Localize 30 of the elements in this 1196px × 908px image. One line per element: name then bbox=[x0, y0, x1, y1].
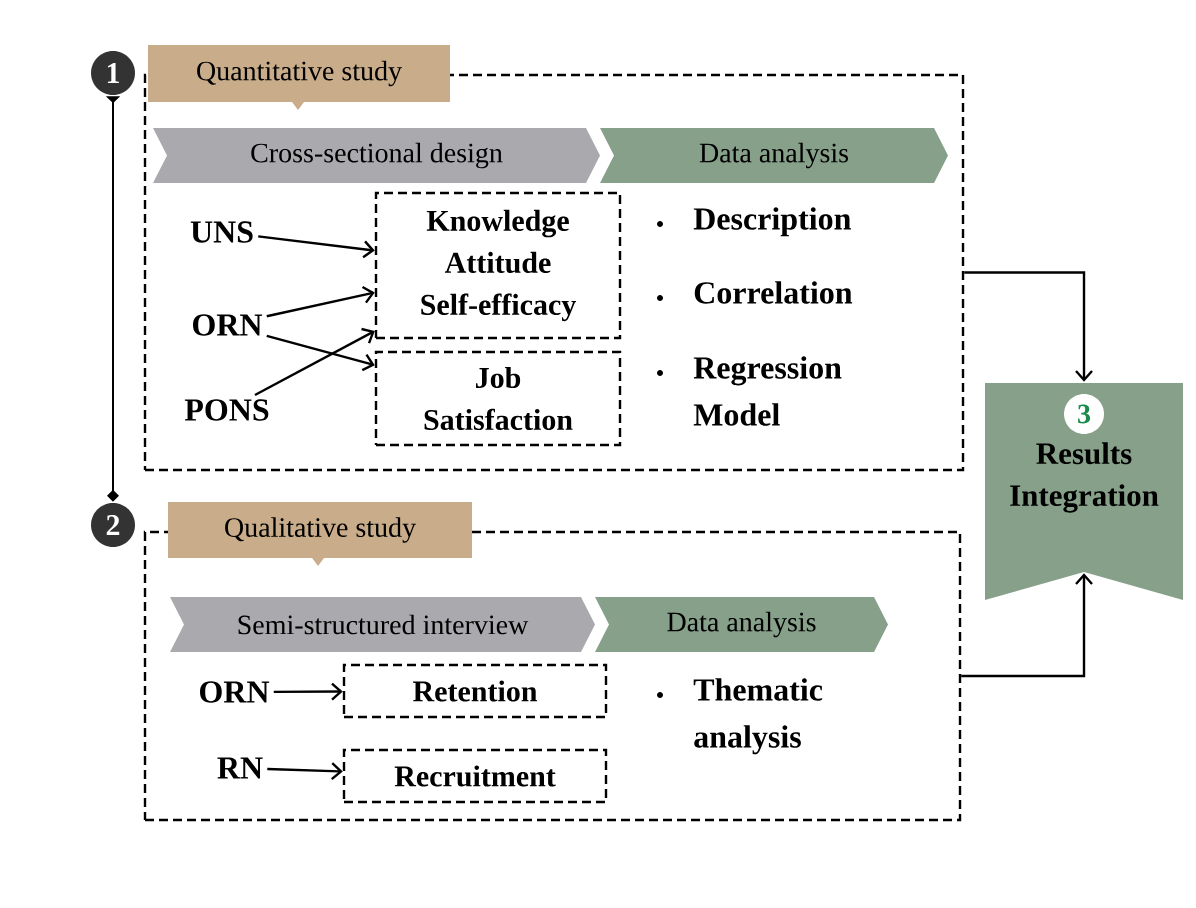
chevron-band: Data analysis bbox=[600, 128, 948, 183]
arrow bbox=[964, 271, 1093, 382]
outcome-box: Retention bbox=[342, 663, 608, 719]
number-badge: 2 bbox=[91, 503, 135, 547]
arrow bbox=[254, 327, 375, 397]
outcome-box: Job Satisfaction bbox=[374, 350, 622, 447]
chevron-band: Cross-sectional design bbox=[153, 128, 600, 183]
analysis-item: Thematic analysis bbox=[693, 678, 823, 755]
number-badge: 3 bbox=[1064, 394, 1104, 434]
heading-tab: Quantitative study bbox=[148, 45, 450, 110]
analysis-item: Regression Model bbox=[693, 356, 842, 426]
analysis-item: Description bbox=[693, 207, 851, 237]
outcome-box: Knowledge Attitude Self-efficacy bbox=[374, 191, 622, 340]
arrow bbox=[961, 573, 1093, 678]
variable-label: PONS bbox=[184, 399, 269, 421]
arrow bbox=[258, 235, 375, 259]
variable-label: ORN bbox=[200, 681, 270, 703]
arrow bbox=[266, 334, 375, 372]
variable-label: UNS bbox=[190, 221, 253, 243]
analysis-item: Correlation bbox=[694, 281, 853, 304]
chevron-band: Data analysis bbox=[595, 597, 888, 652]
number-badge: 1 bbox=[91, 51, 135, 95]
heading-tab: Qualitative study bbox=[168, 502, 472, 566]
chevron-band: Semi-structured interview bbox=[170, 597, 595, 652]
variable-label: ORN bbox=[193, 314, 263, 336]
variable-label: RN bbox=[217, 757, 263, 779]
outcome-box: Recruitment bbox=[342, 748, 608, 804]
arrow bbox=[266, 285, 375, 318]
arrow bbox=[267, 762, 343, 781]
arrow bbox=[273, 682, 343, 701]
